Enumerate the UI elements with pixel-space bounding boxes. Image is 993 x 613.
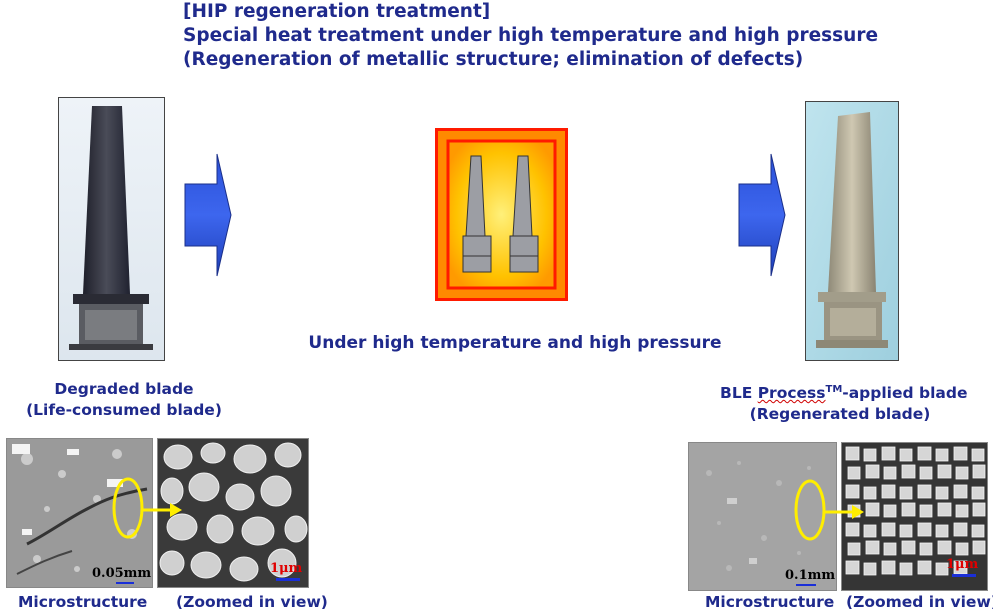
regenerated-micro-scale-bar xyxy=(796,584,816,586)
heading-line-1: [HIP regeneration treatment] xyxy=(183,0,883,24)
title-process: Process xyxy=(758,384,826,402)
regenerated-blade-title-line-1: BLE ProcessTM-applied blade xyxy=(720,379,960,404)
degraded-micro-caption: Microstructure xyxy=(18,593,147,611)
degraded-blade-photo xyxy=(58,97,165,361)
regenerated-micro-scale-label: 0.1mm xyxy=(785,568,835,583)
degraded-zoom-caption: (Zoomed in view) xyxy=(176,593,328,611)
regenerated-blade-photo xyxy=(805,101,899,361)
regenerated-blade-image xyxy=(806,102,898,360)
heading-line-2: Special heat treatment under high temper… xyxy=(183,24,883,48)
right-arrow-icon-left xyxy=(183,152,233,278)
regenerated-zoom-scale-bar xyxy=(952,574,976,577)
regenerated-zoom-highlight xyxy=(790,474,870,554)
title-prefix: BLE xyxy=(720,384,758,402)
regenerated-zoom-caption: (Zoomed in view) xyxy=(846,593,993,611)
degraded-micro-scale-bar xyxy=(116,582,134,584)
right-arrow-icon-right xyxy=(737,152,787,278)
degraded-blade-image xyxy=(59,98,164,360)
center-caption: Under high temperature and high pressure xyxy=(300,333,730,354)
regenerated-zoom-scale-label: 1μm xyxy=(946,557,978,572)
degraded-blade-title-line-2: (Life-consumed blade) xyxy=(14,400,234,421)
title-suffix: -applied blade xyxy=(842,384,967,402)
degraded-zoom-highlight xyxy=(108,470,188,550)
degraded-zoom-scale-label: 1μm xyxy=(270,561,302,576)
degraded-blade-title: Degraded blade (Life-consumed blade) xyxy=(14,379,234,421)
degraded-blade-title-line-1: Degraded blade xyxy=(14,379,234,400)
degraded-micro-scale-label: 0.05mm xyxy=(92,566,151,581)
regenerated-blade-title: BLE ProcessTM-applied blade (Regenerated… xyxy=(720,379,960,425)
degraded-zoom-scale-bar xyxy=(276,578,300,581)
hip-furnace-icon xyxy=(435,128,568,301)
title-trademark: TM xyxy=(826,384,843,395)
heading-line-3: (Regeneration of metallic structure; eli… xyxy=(183,48,883,72)
regenerated-micro-caption: Microstructure xyxy=(705,593,834,611)
heading: [HIP regeneration treatment] Special hea… xyxy=(183,0,883,72)
regenerated-blade-title-line-2: (Regenerated blade) xyxy=(720,404,960,425)
